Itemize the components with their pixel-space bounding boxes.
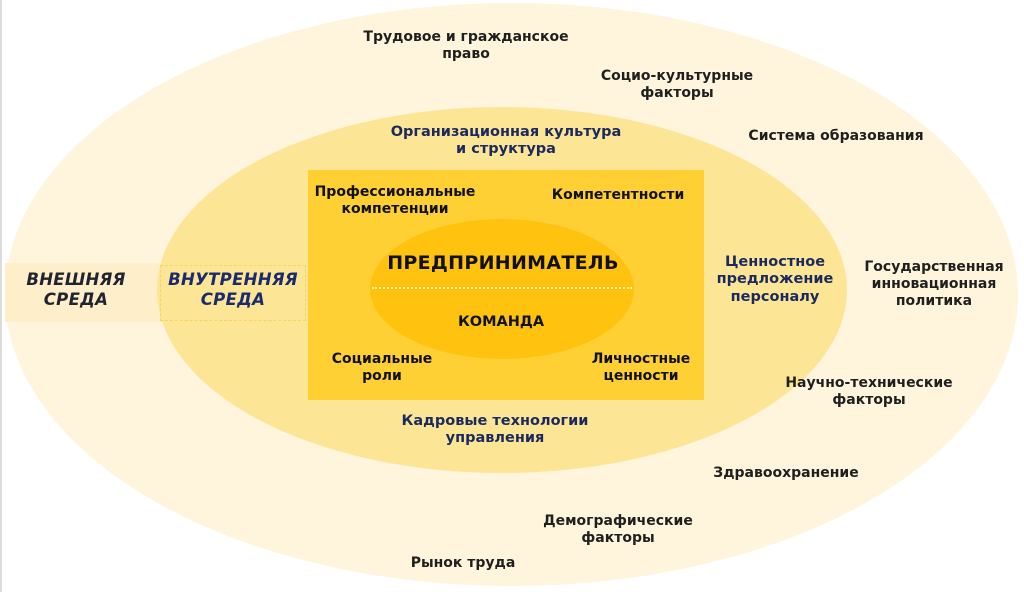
state-innovation-policy-label: Государственная инновационная политика bbox=[864, 259, 1003, 309]
competencies-label: Компетентности bbox=[552, 187, 685, 204]
value-proposition-label: Ценностное предложение персоналу bbox=[717, 254, 834, 306]
personal-values-label: Личностные ценности bbox=[592, 351, 691, 385]
labor-civil-law-label: Трудовое и гражданское право bbox=[363, 29, 568, 63]
healthcare-label: Здравоохранение bbox=[713, 465, 858, 482]
label-line: Социо-культурные bbox=[600, 68, 754, 84]
label-line: персоналу bbox=[730, 288, 820, 305]
label-line: СРЕДА bbox=[200, 289, 266, 309]
label-line: управления bbox=[445, 430, 545, 447]
label-line: Кадровые технологии bbox=[401, 413, 589, 429]
demographic-factors-label: Демографические факторы bbox=[543, 513, 693, 547]
center-divider-dotted-line bbox=[372, 287, 632, 289]
label-line: Личностные bbox=[591, 351, 691, 367]
science-tech-factors-label: Научно-технические факторы bbox=[785, 375, 952, 409]
external-environment-label: ВНЕШНЯЯ СРЕДА bbox=[26, 270, 125, 310]
entrepreneur-title: ПРЕДПРИНИМАТЕЛЬ bbox=[387, 252, 619, 274]
label-line: Организационная культура bbox=[390, 124, 622, 140]
label-line: Компетентности bbox=[551, 187, 685, 203]
hr-technologies-label: Кадровые технологии управления bbox=[402, 413, 589, 448]
label-line: ВНУТРЕННЯЯ bbox=[168, 270, 298, 289]
team-subtitle: КОМАНДА bbox=[457, 314, 545, 330]
label-line: Ценностное bbox=[724, 254, 826, 270]
label-line: Рынок труда bbox=[410, 555, 516, 571]
label-line: СРЕДА bbox=[43, 289, 109, 309]
label-line: Здравоохранение bbox=[713, 465, 859, 481]
internal-environment-label: ВНУТРЕННЯЯ СРЕДА bbox=[168, 270, 298, 310]
label-line: политика bbox=[895, 292, 973, 309]
label-line: Социальные bbox=[331, 351, 433, 367]
label-line: факторы bbox=[640, 84, 714, 101]
label-line: роли bbox=[362, 367, 402, 384]
internal-label-band bbox=[160, 265, 306, 321]
label-line: право bbox=[442, 45, 490, 62]
label-line: и структура bbox=[456, 141, 556, 158]
frame-edge bbox=[0, 0, 2, 592]
labor-market-label: Рынок труда bbox=[411, 555, 516, 572]
social-roles-label: Социальные роли bbox=[332, 351, 432, 385]
sociocultural-factors-label: Социо-культурные факторы bbox=[601, 68, 753, 102]
label-line: Государственная bbox=[864, 259, 1004, 275]
label-line: компетенции bbox=[341, 200, 449, 217]
label-line: ВНЕШНЯЯ bbox=[26, 270, 126, 289]
entrepreneur-center-ellipse bbox=[370, 219, 634, 359]
org-culture-label: Организационная культура и структура bbox=[391, 124, 622, 159]
label-line: Система образования bbox=[748, 128, 924, 144]
label-line: инновационная bbox=[871, 275, 997, 292]
label-line: ценности bbox=[603, 367, 679, 384]
label-line: Научно-технические bbox=[785, 375, 953, 391]
label-line: факторы bbox=[832, 391, 906, 408]
education-system-label: Система образования bbox=[748, 128, 923, 145]
label-line: Профессиональные bbox=[314, 184, 476, 200]
label-line: Трудовое и гражданское bbox=[363, 29, 569, 45]
label-line: предложение bbox=[716, 271, 834, 288]
label-line: факторы bbox=[581, 529, 655, 546]
label-line: Демографические bbox=[543, 513, 693, 529]
professional-competencies-label: Профессиональные компетенции bbox=[315, 184, 476, 218]
